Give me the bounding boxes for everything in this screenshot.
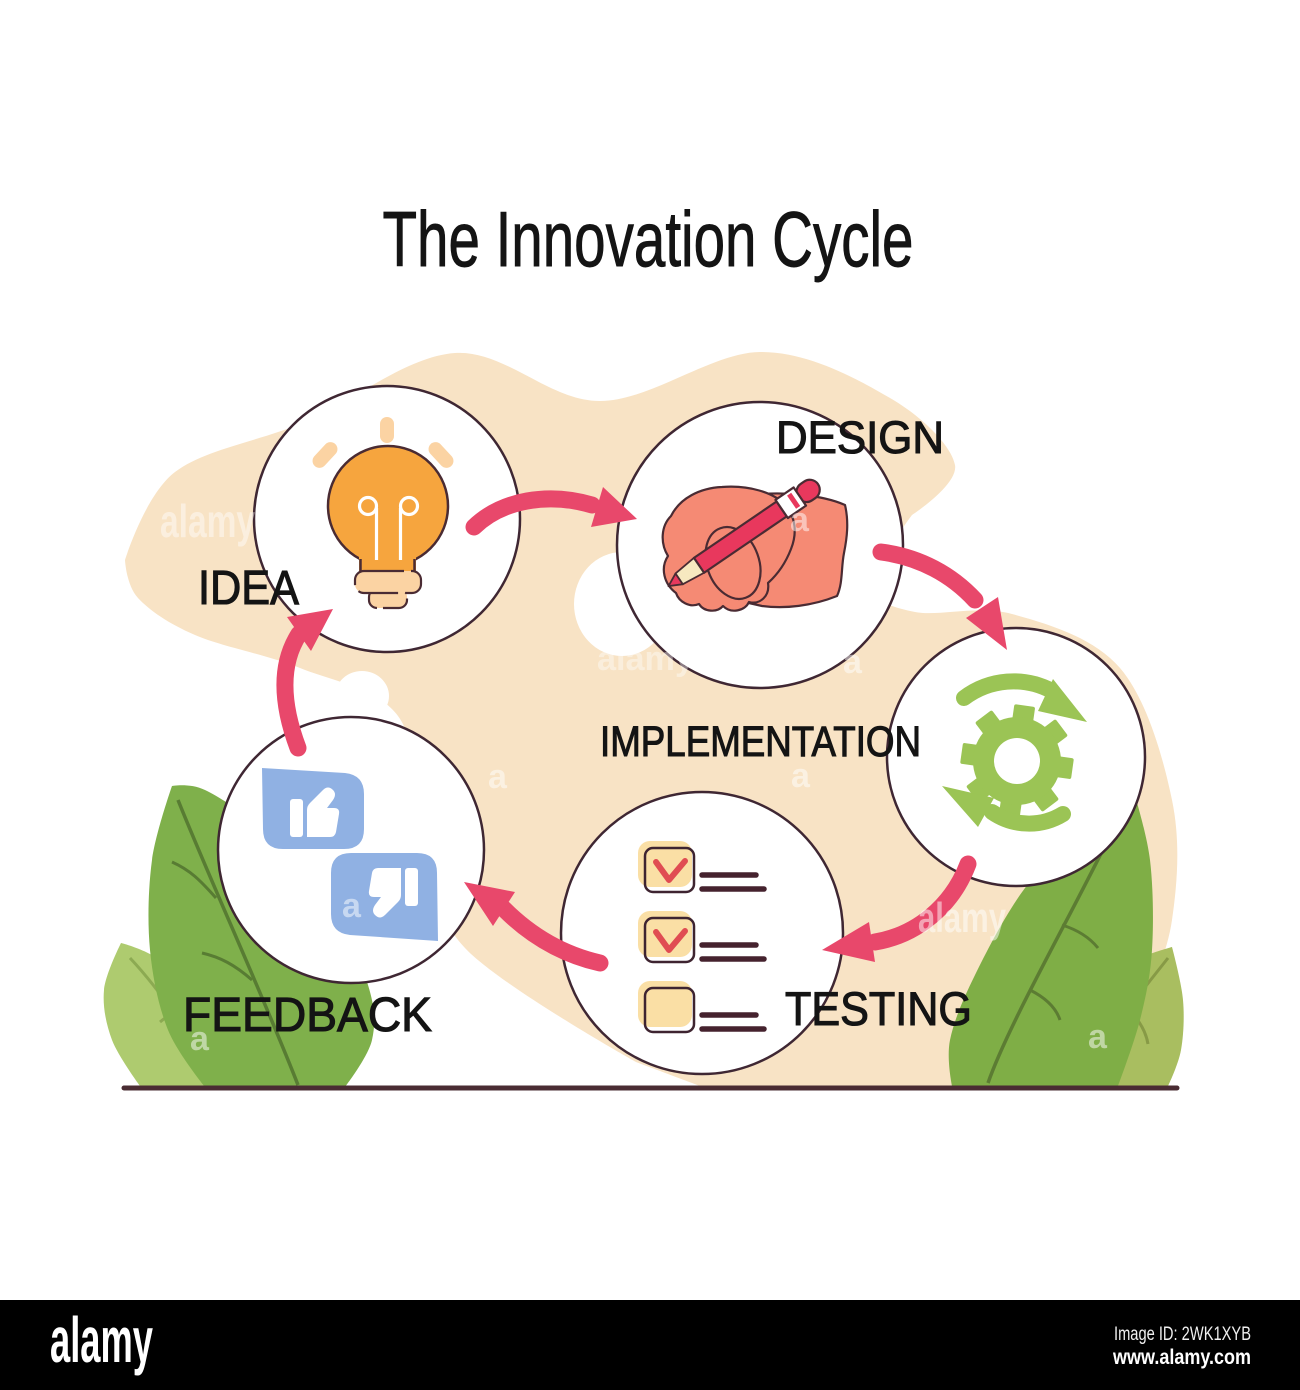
svg-text:a: a (488, 758, 508, 796)
svg-text:IMPLEMENTATION: IMPLEMENTATION (600, 718, 921, 766)
svg-text:DESIGN: DESIGN (776, 412, 944, 463)
svg-text:alamy: alamy (50, 1304, 153, 1376)
svg-text:a: a (342, 887, 362, 925)
svg-text:alamy: alamy (918, 894, 1006, 941)
svg-text:The Innovation Cycle: The Innovation Cycle (383, 195, 914, 283)
svg-text:a: a (790, 501, 810, 539)
svg-text:alamy: alamy (597, 640, 694, 678)
svg-text:FEEDBACK: FEEDBACK (183, 989, 432, 1042)
svg-text:a: a (190, 1020, 210, 1058)
svg-text:a: a (791, 757, 811, 795)
svg-text:www.alamy.com: www.alamy.com (1112, 1346, 1251, 1369)
svg-text:TESTING: TESTING (785, 982, 972, 1035)
svg-text:a: a (1088, 1018, 1108, 1056)
svg-text:IDEA: IDEA (198, 562, 299, 615)
svg-text:Image ID: 2WK1XYB: Image ID: 2WK1XYB (1114, 1324, 1251, 1345)
svg-text:a: a (843, 643, 863, 681)
svg-text:alamy: alamy (160, 495, 255, 547)
